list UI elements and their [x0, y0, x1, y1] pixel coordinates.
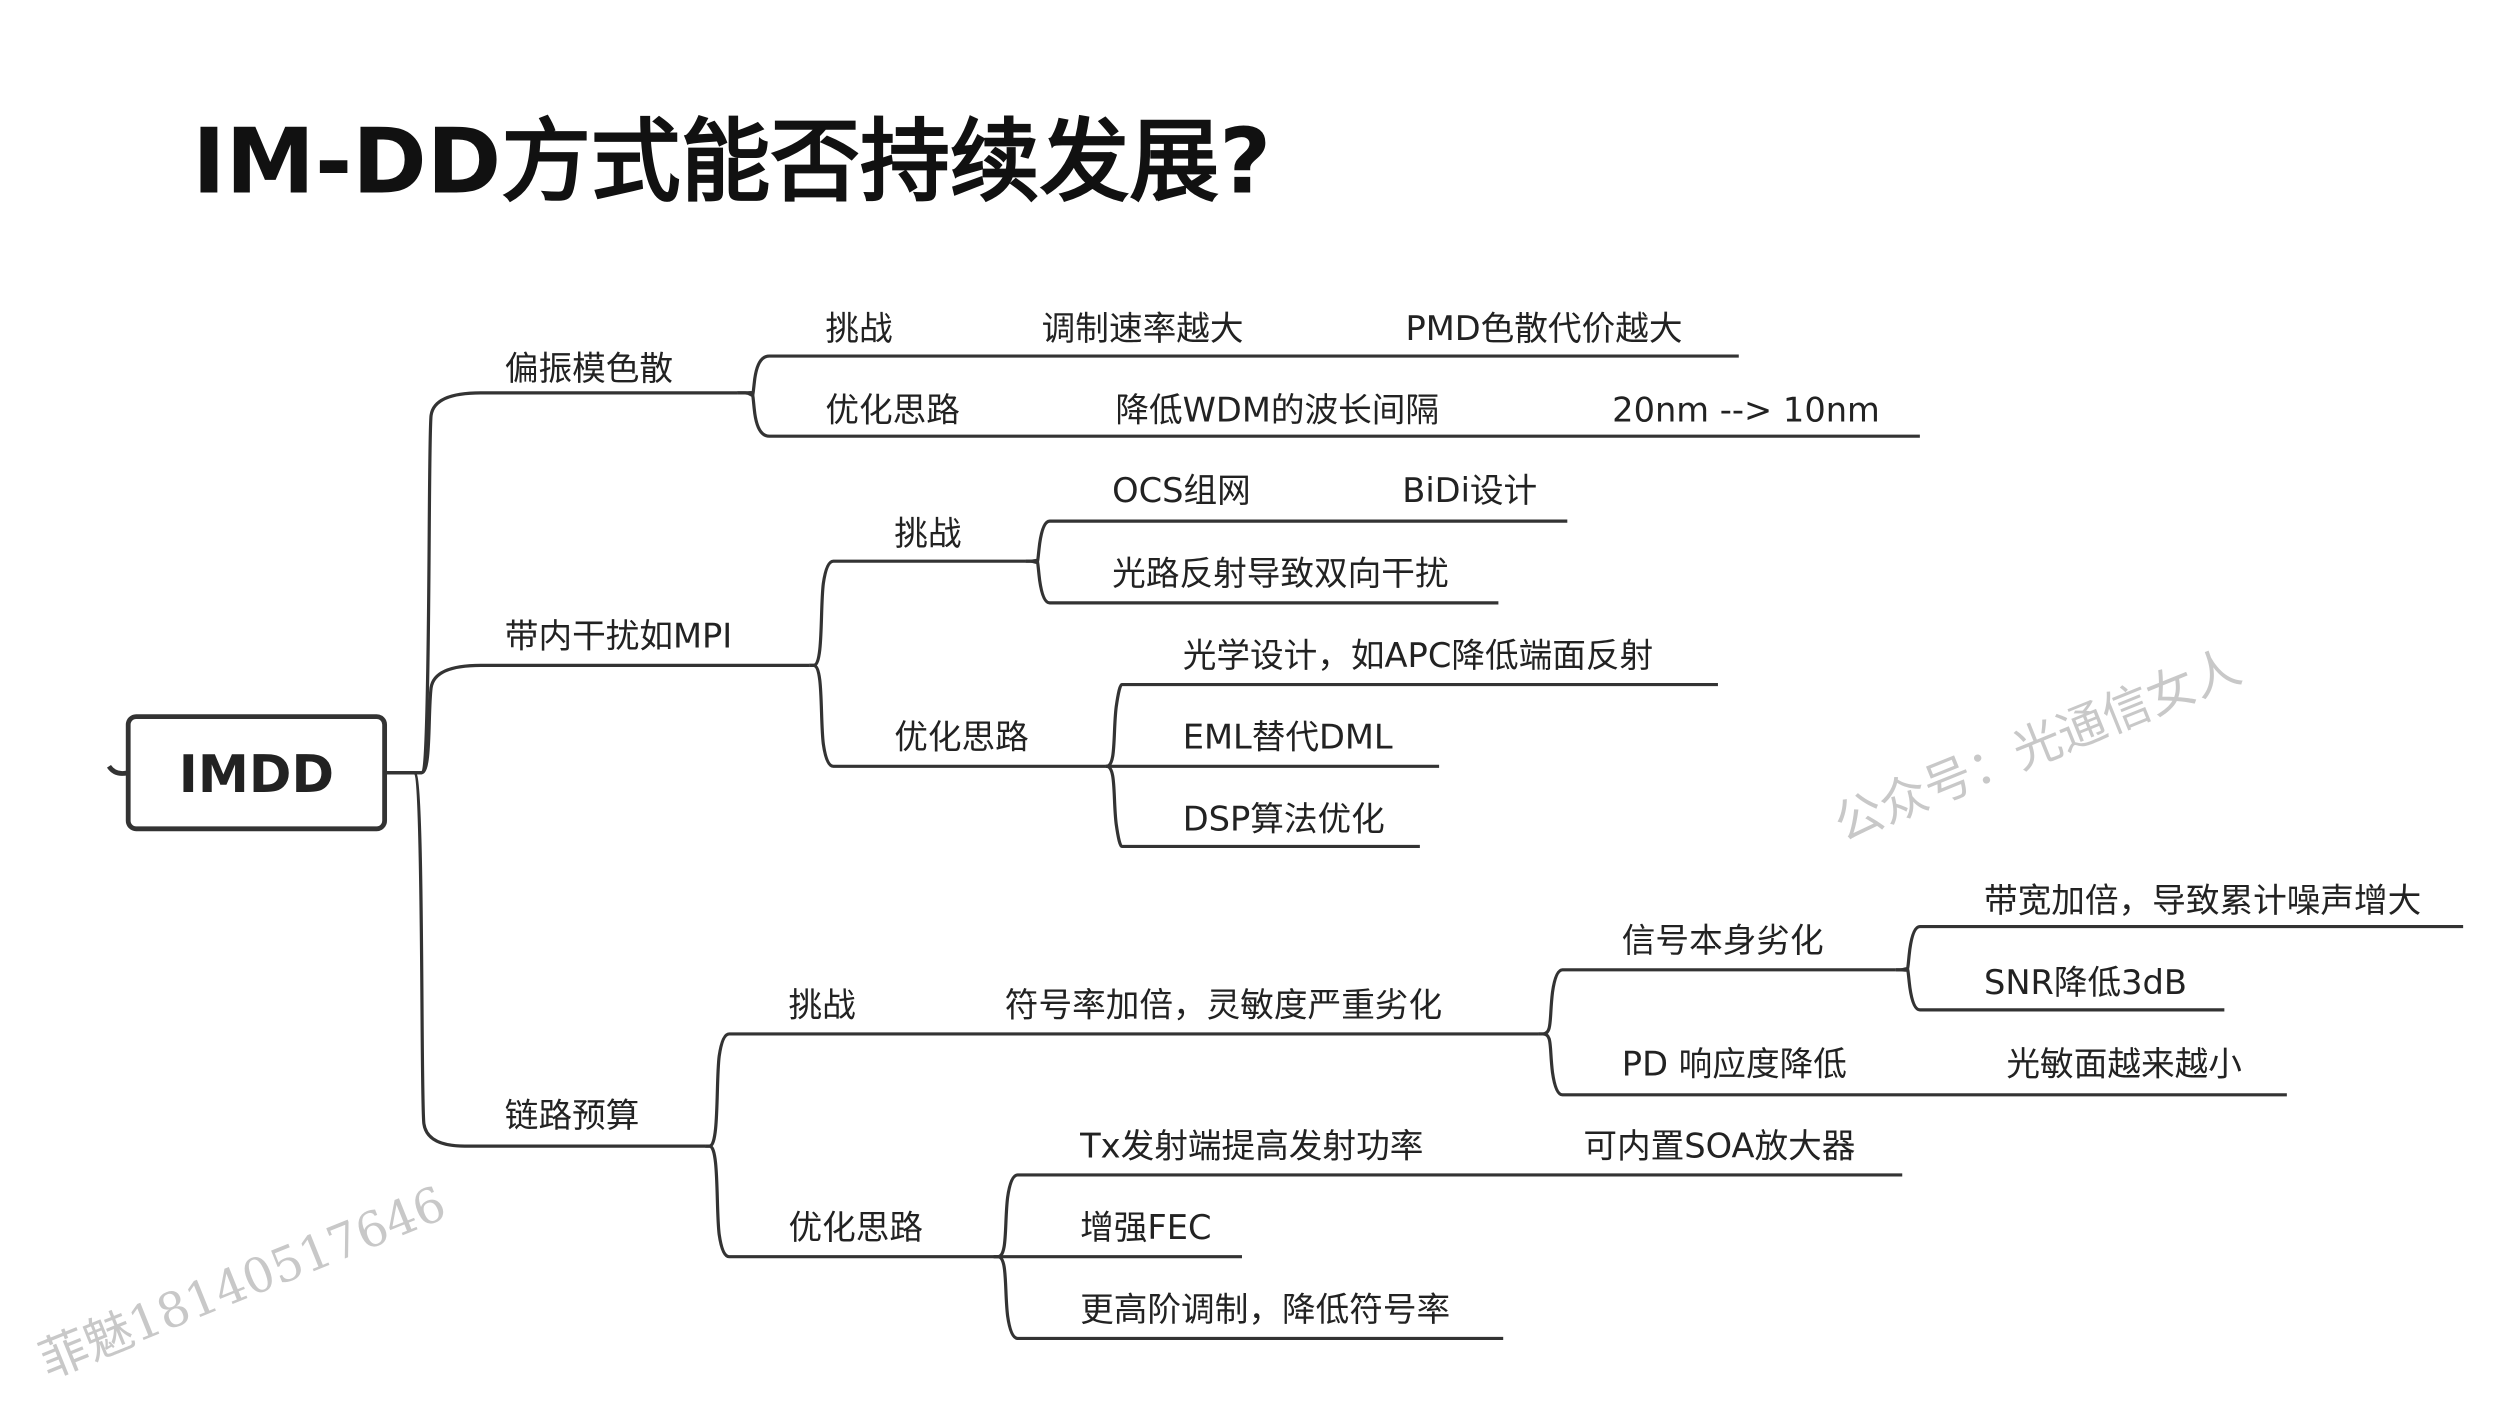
connector-line [1538, 1032, 2287, 1097]
connector-line [384, 663, 810, 775]
connector-line [705, 1032, 1539, 1148]
node-pmd-optimize-1[interactable]: 降低WDM的波长间隔 [1115, 391, 1439, 430]
root-node-label: IMDD [179, 745, 334, 805]
node-pd-responsivity[interactable]: PD 响应度降低 [1622, 1045, 1847, 1084]
connectors [384, 354, 2464, 1341]
node-budget-challenge-main[interactable]: 符号率加倍，灵敏度严重劣化 [1005, 985, 1442, 1024]
node-mpi-challenge-2[interactable]: BiDi设计 [1402, 471, 1537, 510]
connector-line [1895, 967, 2225, 1012]
connector-line [809, 559, 1026, 667]
node-budget-optimize-1a[interactable]: 可内置SOA放大器 [1583, 1126, 1855, 1165]
node-mpi-optimize-3[interactable]: DSP算法优化 [1183, 799, 1385, 838]
watermark: 菲魅18140517646 [32, 1176, 454, 1390]
node-budget-optimize-1[interactable]: Tx发射端提高发射功率 [1079, 1126, 1423, 1165]
node-pd-responsivity-1[interactable]: 光敏面越来越小 [2006, 1045, 2241, 1084]
node-budget-challenge[interactable]: 挑战 [788, 985, 855, 1024]
node-signal-degrade-1[interactable]: 带宽加倍，导致累计噪声增大 [1984, 881, 2421, 920]
connector-line [809, 663, 1106, 768]
connector-line [1538, 968, 1896, 1036]
node-budget[interactable]: 链路预算 [505, 1096, 640, 1135]
node-mpi-challenge-1[interactable]: OCS组网 [1112, 471, 1251, 510]
page-title: IM-DD方式能否持续发展? [192, 111, 1271, 215]
connector-line [384, 771, 706, 1148]
connector-line [993, 1173, 1903, 1259]
node-budget-optimize-3[interactable]: 更高阶调制，降低符号率 [1080, 1290, 1450, 1329]
node-mpi-optimize-2[interactable]: EML替代DML [1183, 718, 1393, 757]
connector-line [384, 391, 738, 775]
node-pmd-challenge[interactable]: 挑战 [825, 309, 892, 348]
node-pmd-challenge-1[interactable]: 调制速率越大 [1042, 309, 1244, 348]
node-pmd-optimize[interactable]: 优化思路 [825, 391, 960, 430]
connector-line [1025, 558, 1499, 605]
connector-line [737, 390, 1920, 438]
connector-line [1105, 764, 1420, 849]
node-signal-degrade[interactable]: 信号本身劣化 [1622, 921, 1824, 960]
node-signal-degrade-2[interactable]: SNR降低3dB [1984, 963, 2187, 1002]
node-mpi-challenge[interactable]: 挑战 [894, 514, 961, 553]
node-budget-optimize[interactable]: 优化思路 [788, 1208, 923, 1247]
watermark: 公众号：光通信女人 [1826, 639, 2248, 853]
node-pmd-challenge-2[interactable]: PMD色散代价越大 [1405, 309, 1682, 348]
node-pmd-optimize-2[interactable]: 20nm --> 10nm [1612, 391, 1880, 430]
node-mpi-optimize-1[interactable]: 光学设计，如APC降低端面反射 [1183, 636, 1653, 675]
node-budget-optimize-2[interactable]: 增强FEC [1080, 1208, 1211, 1247]
node-pmd[interactable]: 偏振模色散 [505, 349, 673, 388]
connector-line [737, 354, 1739, 397]
connector-line [705, 1144, 994, 1259]
connector-line [1105, 682, 1718, 768]
node-mpi[interactable]: 带内干扰如MPI [505, 617, 732, 656]
node-mpi-optimize[interactable]: 优化思路 [894, 718, 1029, 757]
connector-line [993, 1255, 1504, 1341]
node-mpi-challenge-3[interactable]: 光路反射导致双向干扰 [1112, 554, 1448, 593]
